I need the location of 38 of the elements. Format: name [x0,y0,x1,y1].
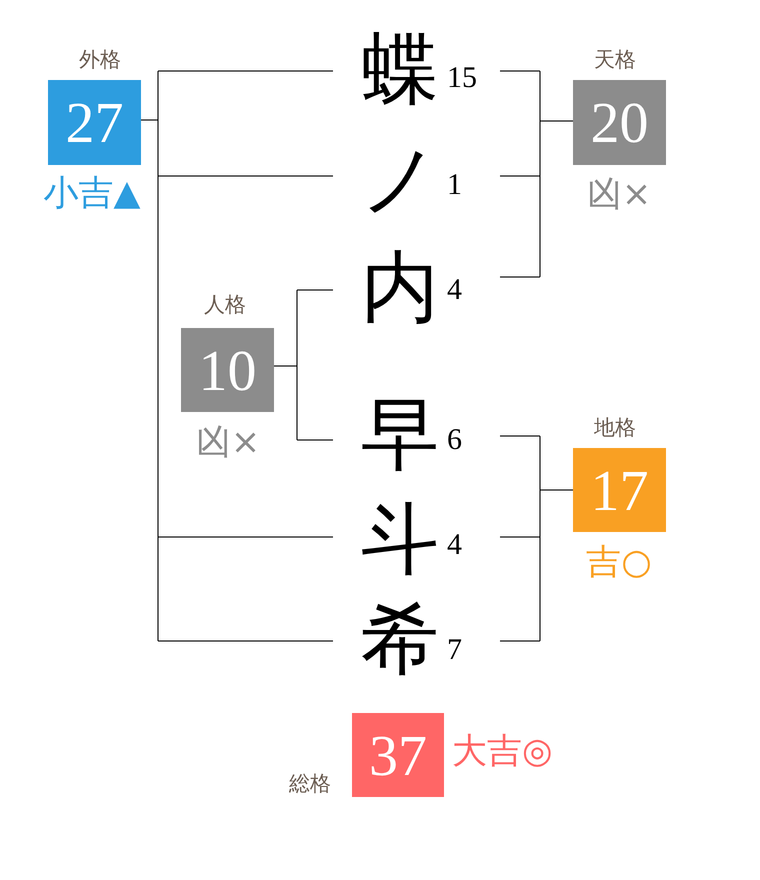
bracket-line [500,640,540,642]
fortune-rating: 吉○ [586,546,652,580]
score-tile: 10 [181,328,274,412]
bracket-line [500,276,540,278]
name-character: ノ [359,138,441,222]
score-tile: 17 [573,448,666,532]
score-tile: 27 [48,80,141,165]
name-character: 内 [360,246,440,330]
bracket-line [158,70,334,72]
score-tile: 20 [573,80,666,165]
stroke-count: 7 [447,635,462,665]
bracket-line [500,536,540,538]
bracket-line [540,436,574,642]
category-label: 総格 [289,774,331,794]
category-label: 人格 [204,294,246,316]
stroke-count: 6 [447,425,462,455]
bracket-line [500,70,540,72]
bracket-line [274,290,298,440]
name-character: 早 [360,393,440,477]
bracket-line [158,536,334,538]
stroke-count: 15 [447,63,477,93]
score-tile: 37 [352,713,444,797]
stroke-count: 4 [447,275,462,305]
bracket-line [540,70,574,278]
fortune-rating: 小吉▲ [44,176,140,212]
name-character: 希 [360,598,440,682]
fortune-rating: 凶× [586,178,652,212]
bracket-line [158,640,334,642]
category-label: 外格 [79,50,121,70]
bracket-line [140,70,158,642]
fortune-rating: 大吉◎ [452,734,553,770]
category-label: 地格 [594,418,636,438]
category-label: 天格 [594,50,636,70]
name-character: 蝶 [360,28,440,112]
stroke-count: 4 [447,530,462,560]
stroke-count: 1 [447,170,462,200]
name-character: 斗 [360,498,440,582]
fortune-rating: 凶× [196,426,260,460]
